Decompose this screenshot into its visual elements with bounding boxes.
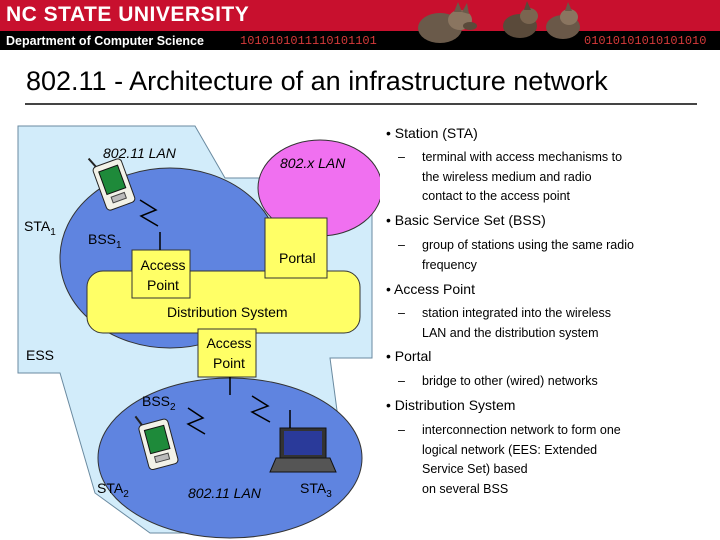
sta3-label: STA3 — [300, 480, 332, 500]
header-banner: NC STATE UNIVERSITY Department of Comput… — [0, 0, 720, 50]
bullet-distribution-system-desc: – interconnection network to form one lo… — [398, 423, 621, 496]
title-underline — [25, 103, 697, 105]
radio-wave-icon — [250, 395, 271, 423]
portal-box — [264, 217, 328, 279]
distribution-band — [86, 270, 361, 334]
pda-device-icon — [134, 415, 179, 471]
slide-title: 802.11 - Architecture of an infrastructu… — [26, 66, 608, 96]
ess-label: ESS — [26, 347, 55, 363]
sta2-label: STA2 — [97, 480, 129, 500]
binary-strip-right: 01010101010101010 — [584, 34, 707, 48]
wolf-pack-icon — [503, 1, 580, 39]
bullet-station-desc: – terminal with access mechanisms to the… — [398, 150, 623, 203]
university-name: NC STATE UNIVERSITY — [6, 3, 250, 26]
portal-label: Portal — [279, 250, 316, 266]
definitions-list: • Station (STA) – terminal with access m… — [378, 0, 718, 540]
bss1-label: BSS1 — [88, 231, 122, 251]
bullet-bss-desc: – group of stations using the same radio… — [398, 238, 634, 272]
university-band — [0, 0, 720, 31]
laptop-device-icon — [269, 410, 337, 473]
bullet-distribution-system: • Distribution System — [386, 397, 516, 413]
bullet-access-point-desc: – station integrated into the wireless L… — [398, 306, 611, 340]
ap-bottom-box — [197, 328, 257, 378]
bullet-bss: • Basic Service Set (BSS) — [386, 212, 546, 228]
sta1-label: STA1 — [24, 218, 56, 238]
wolf-logo-icon — [418, 2, 477, 43]
xlan-label: 802.x LAN — [280, 155, 346, 171]
distribution-system-label: Distribution System — [167, 304, 288, 320]
ap-top-box — [131, 249, 191, 299]
bullet-portal: • Portal — [386, 348, 432, 364]
bullet-station: • Station (STA) — [386, 125, 478, 141]
lan-label-bottom: 802.11 LAN — [188, 485, 261, 501]
binary-strip-left: 1010101011110101101 — [240, 34, 377, 48]
radio-wave-icon — [186, 407, 206, 435]
department-name: Department of Computer Science — [6, 34, 204, 48]
network-diagram — [17, 125, 380, 539]
pda-device-icon — [87, 157, 136, 211]
bullet-access-point: • Access Point — [386, 281, 475, 297]
bss2-label: BSS2 — [142, 393, 176, 413]
bullet-portal-desc: – bridge to other (wired) networks — [398, 374, 598, 388]
lan-label-top: 802.11 LAN — [103, 145, 176, 161]
radio-wave-icon — [139, 199, 159, 227]
